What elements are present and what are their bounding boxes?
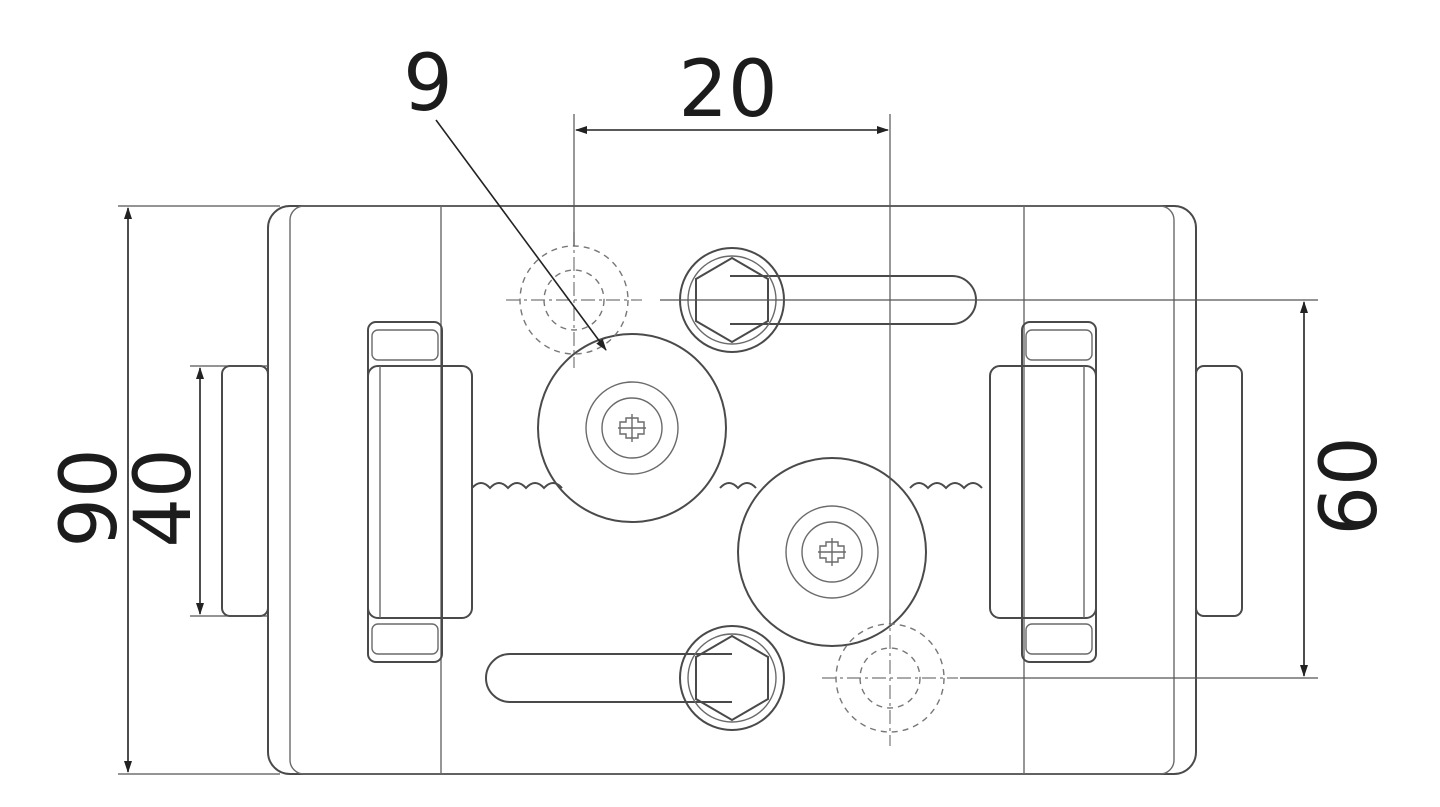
left-jaw	[221, 321, 473, 663]
leader-9: 9	[403, 39, 607, 351]
dimension-height-inner: 40	[119, 365, 268, 617]
dimension-width-top: 20	[573, 45, 891, 624]
right-jaw	[989, 321, 1243, 663]
dimension-label-20: 20	[678, 45, 777, 135]
base-plate	[267, 205, 1197, 775]
gear-lower	[737, 457, 927, 647]
dimension-label-60: 60	[1305, 436, 1395, 535]
dimension-label-9: 9	[403, 39, 453, 129]
dimension-label-90: 90	[45, 448, 135, 547]
gear-rack	[471, 482, 983, 490]
hidden-hole-upper	[506, 232, 642, 368]
lower-slot	[485, 625, 785, 731]
gear-upper	[537, 333, 727, 523]
dimension-height-right: 60	[660, 299, 1395, 679]
hidden-hole-lower	[822, 610, 958, 746]
dimension-label-40: 40	[119, 448, 209, 547]
dimension-height-outer: 90	[45, 205, 280, 775]
